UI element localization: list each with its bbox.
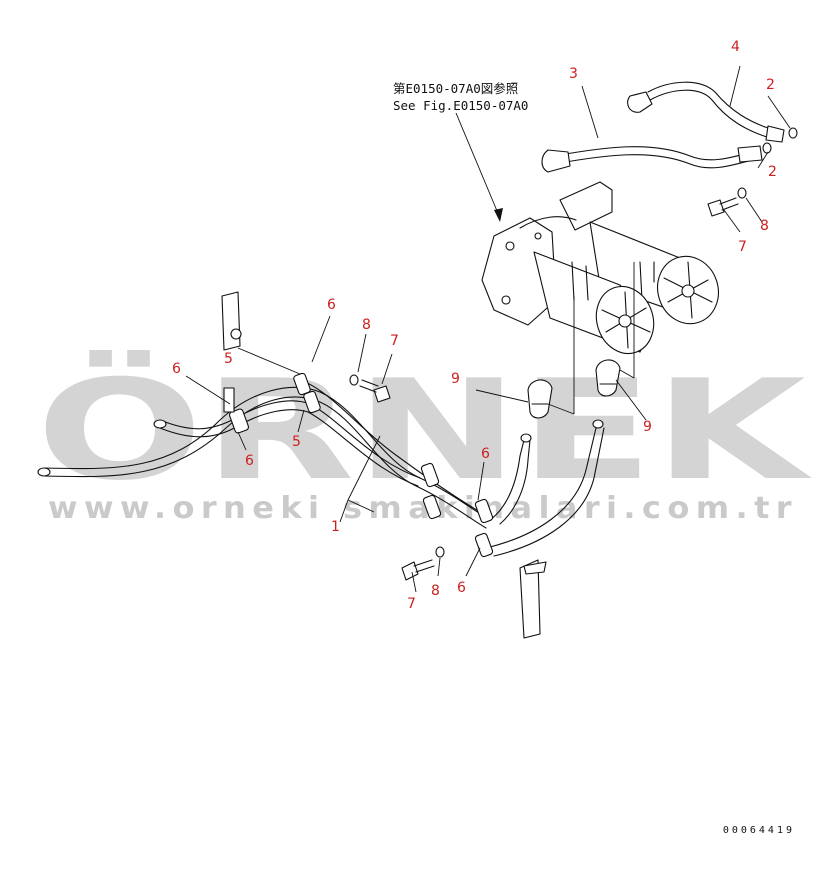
clamp-6-right: [474, 498, 494, 558]
battery-cable-harness: [37, 379, 605, 557]
watermark: ÖRNEK www.orneki smakinalari.com.tr: [36, 350, 813, 526]
bracket-5-upper: [221, 291, 242, 351]
watermark-url: www.orneki smakinalari.com.tr: [48, 491, 798, 526]
washer-2-upper: [788, 127, 798, 139]
drawing-code: 00064419: [722, 825, 795, 836]
washer-8-upper: [737, 187, 747, 199]
boot-9-right: [595, 359, 621, 397]
callout-9-right: 9: [643, 419, 652, 435]
washer-8-middle: [349, 374, 359, 386]
cable-4: [627, 81, 785, 143]
reference-note-jp: 第E0150-07A0図参照: [393, 81, 518, 96]
bolt-7-middle: [359, 379, 391, 403]
callout-2-upper: 2: [766, 77, 775, 93]
callout-5-upper: 5: [224, 351, 233, 367]
callout-2-lower: 2: [768, 164, 777, 180]
clamp-6-mid: [420, 462, 442, 520]
reference-note-en: See Fig.E0150-07A0: [393, 98, 528, 113]
boot-9-left: [527, 379, 553, 419]
callout-8-lower: 8: [431, 583, 440, 599]
callout-6-top: 6: [327, 297, 336, 313]
callouts: 1 2 2 3 4 5 5 6 6 6 6 6 7 7 7 8 8 8 9 9: [172, 39, 777, 612]
starting-motor-rear: [559, 181, 719, 325]
reference-leader: [455, 112, 501, 219]
callout-7-upper: 7: [738, 239, 747, 255]
callout-3: 3: [569, 66, 578, 82]
callout-6-left: 6: [172, 361, 181, 377]
callout-6-lower-left: 6: [245, 453, 254, 469]
callout-9-left: 9: [451, 371, 460, 387]
starting-motor-front: [481, 216, 655, 355]
callout-1: 1: [331, 519, 340, 535]
callout-7-lower: 7: [407, 596, 416, 612]
bolt-7-upper: [707, 197, 739, 217]
watermark-brand: ÖRNEK: [36, 350, 813, 511]
leader-lines: [185, 65, 791, 593]
bracket-5-lower: [519, 559, 547, 639]
callout-6-mid: 6: [481, 446, 490, 462]
callout-8-upper: 8: [760, 218, 769, 234]
bolt-7-lower: [401, 559, 435, 581]
callout-8-middle: 8: [362, 317, 371, 333]
clamp-6-left: [223, 387, 250, 434]
callout-7-middle: 7: [390, 333, 399, 349]
washer-8-lower: [435, 546, 445, 558]
reference-arrowhead: [494, 208, 503, 222]
callout-6-bottom: 6: [457, 580, 466, 596]
cable-3: [541, 145, 763, 173]
boot-bracket-line: [547, 262, 635, 415]
washer-2-lower: [762, 142, 772, 154]
clamp-6-upper: [293, 372, 321, 414]
callout-4: 4: [731, 39, 740, 55]
callout-5-lower: 5: [292, 434, 301, 450]
